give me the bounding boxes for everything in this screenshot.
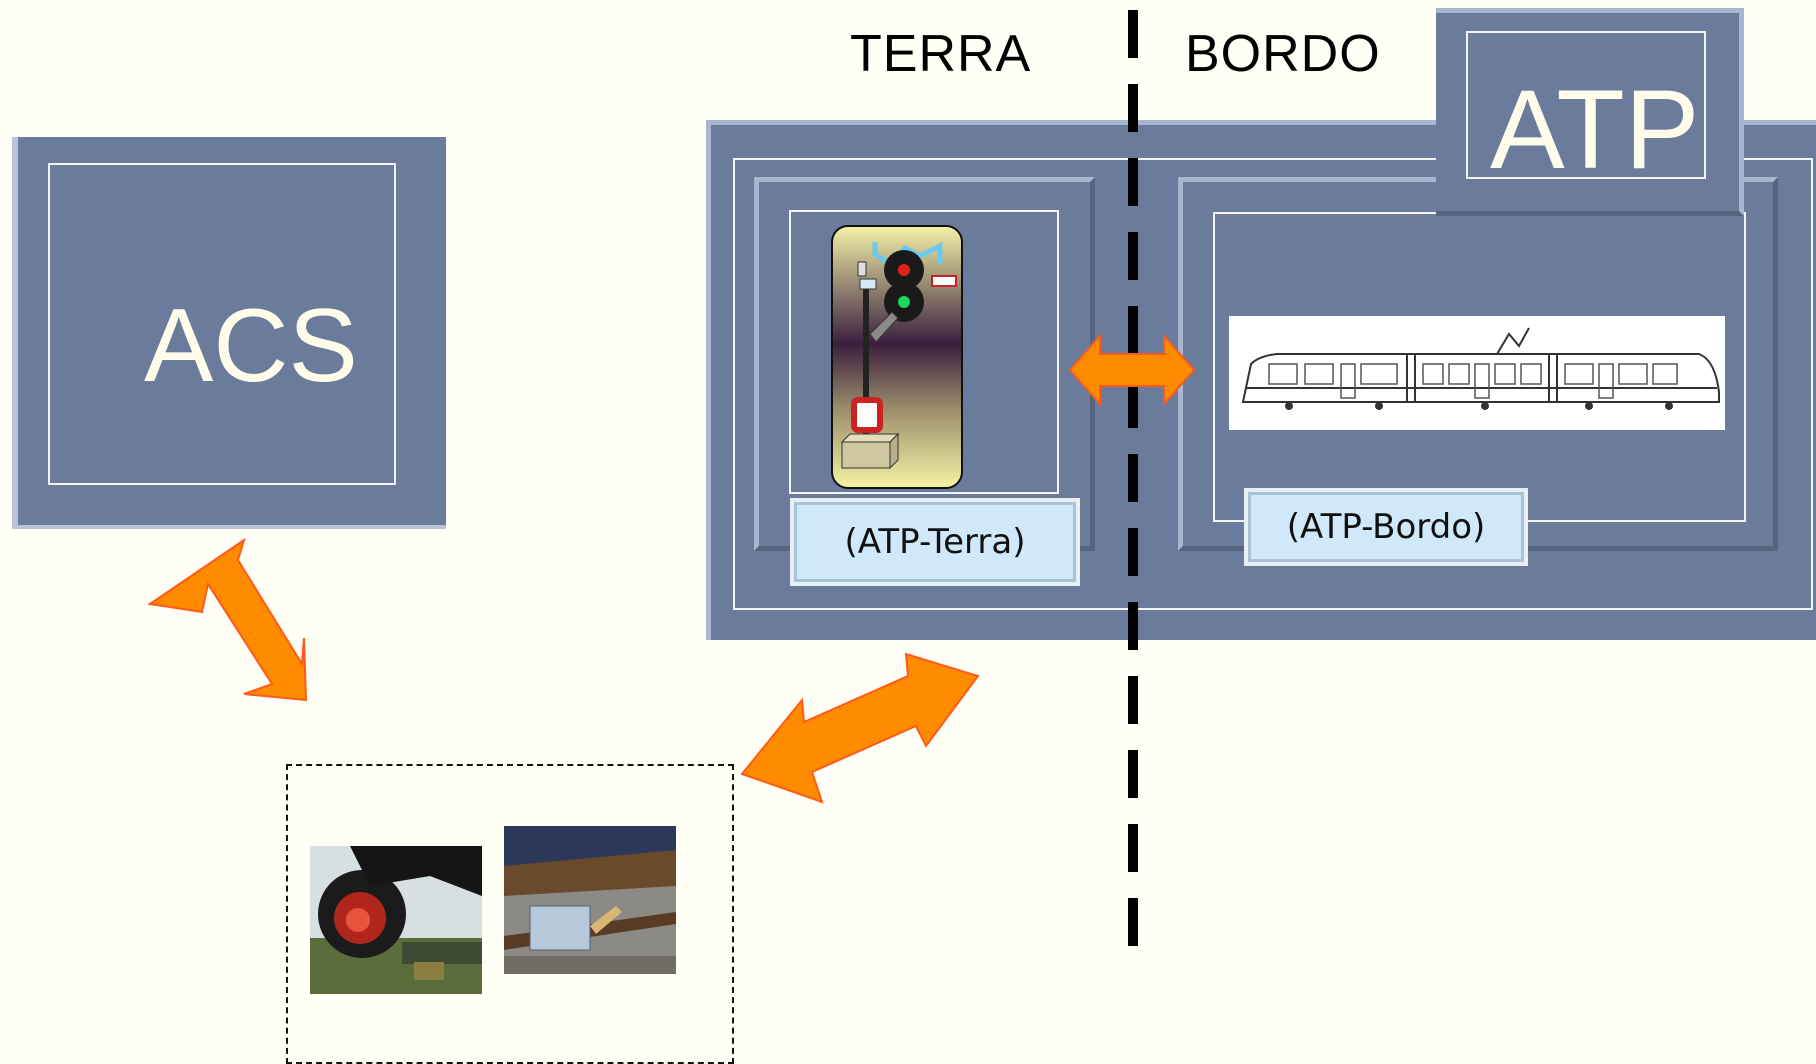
tram-drawing-panel [1229, 316, 1725, 430]
field-devices-box [286, 764, 734, 1064]
bordo-label: BORDO [1185, 25, 1381, 83]
terra-label: TERRA [850, 25, 1032, 83]
terra-bordo-divider [1128, 10, 1138, 970]
acs-inner-frame [48, 163, 396, 485]
level-crossing-photo [310, 846, 482, 994]
acs-devices-arrow [147, 537, 308, 702]
tram-icon [1241, 327, 1720, 410]
atp-label: ATP [1490, 67, 1700, 192]
acs-block: ACS [12, 137, 446, 529]
atp-inner-frame [733, 158, 1813, 610]
atp-terra-tag: (ATP-Terra) [790, 498, 1080, 586]
ground-inner-frame [789, 210, 1059, 494]
atp-title-frame [1466, 31, 1706, 179]
ground-onboard-arrow [1068, 333, 1196, 407]
atp-bordo-tag: (ATP-Bordo) [1244, 488, 1528, 566]
acs-label: ACS [144, 288, 358, 404]
atp-title-box: ATP [1436, 8, 1744, 216]
balise-on-track-photo [504, 826, 676, 974]
signal-icon [831, 225, 963, 489]
devices-terra-arrow [740, 652, 980, 804]
